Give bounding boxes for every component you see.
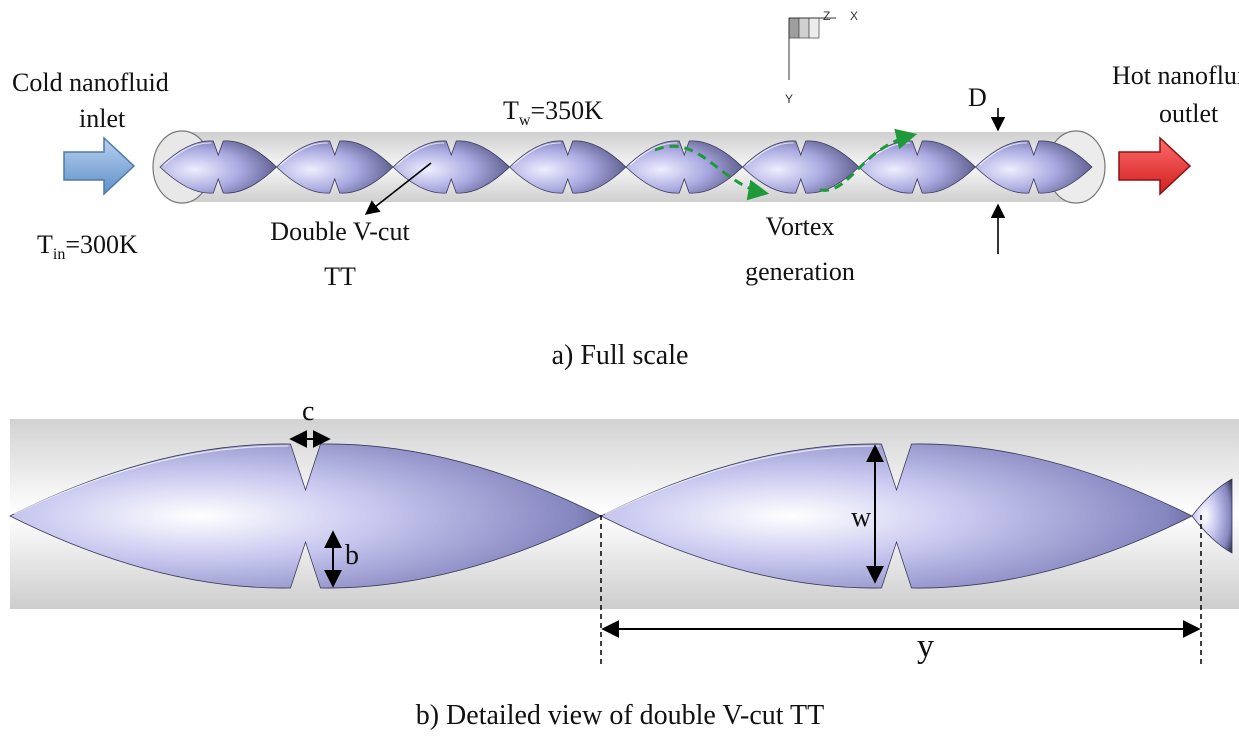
axis-x-label: X <box>850 9 859 23</box>
b-label: b <box>345 540 359 571</box>
full-scale-view <box>63 17 1192 254</box>
tape-label-line2: TT <box>324 262 356 291</box>
vortex-label-line1: Vortex <box>765 212 835 241</box>
tape-edge-highlight <box>163 142 212 166</box>
outlet-label-line1: Hot nanofluid <box>1112 61 1239 90</box>
detailed-view <box>9 419 1239 665</box>
axis-z-label: Z <box>823 9 831 23</box>
tape-edge-highlight <box>396 142 445 166</box>
inlet-label-line1: Cold nanofluid <box>12 68 169 97</box>
y-label: y <box>917 628 934 665</box>
tape-edge-highlight <box>746 142 794 166</box>
vortex-label-line2: generation <box>745 257 855 286</box>
twisted-tape-full <box>159 140 1093 194</box>
vortex-arrow-1 <box>654 144 770 201</box>
axes-icon <box>788 17 836 80</box>
w-label: w <box>851 502 872 533</box>
inlet-temperature-label: Tin=300K <box>37 230 138 263</box>
caption-b: b) Detailed view of double V-cut TT <box>415 700 825 731</box>
tape-label-line1: Double V-cut <box>270 217 410 246</box>
outlet-label-line2: outlet <box>1159 99 1219 128</box>
tape-edge-highlight <box>604 445 880 515</box>
diameter-label: D <box>968 83 987 112</box>
tape-segment <box>974 140 1093 194</box>
axis-y-label: Y <box>785 92 794 106</box>
tape-edge-highlight <box>979 142 1027 166</box>
twisted-tape-detail <box>9 443 1233 589</box>
tape-segment-partial <box>1191 478 1233 554</box>
inlet-label-line2: inlet <box>79 104 126 133</box>
vortex-arrow-2 <box>819 128 918 192</box>
tape-pointer-line <box>364 162 432 215</box>
inlet-arrow <box>63 136 136 196</box>
tape-edge-highlight <box>629 142 678 166</box>
wall-temperature-label: Tw=350K <box>503 96 603 129</box>
tape-edge-highlight <box>513 142 561 166</box>
tape-edge-highlight <box>13 445 289 515</box>
caption-a: a) Full scale <box>551 340 689 371</box>
c-label: c <box>302 396 315 427</box>
outlet-arrow <box>1118 136 1192 196</box>
tape-edge-highlight <box>280 142 328 166</box>
